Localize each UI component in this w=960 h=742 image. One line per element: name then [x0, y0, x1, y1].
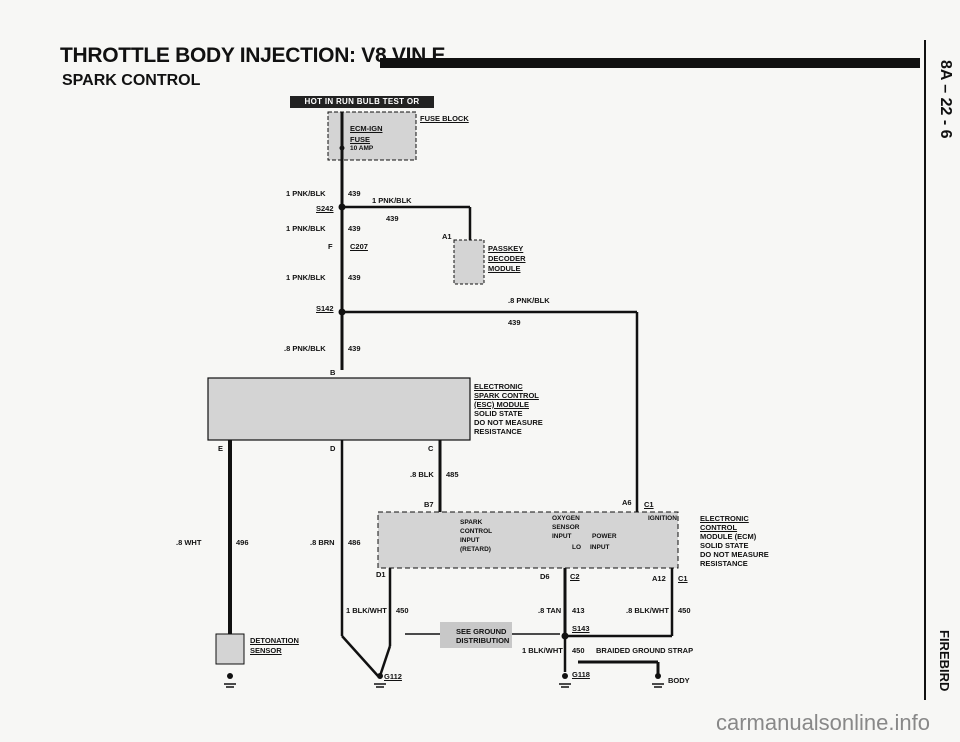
- circuit-label: 450: [572, 646, 585, 655]
- wire-label: .8 BRN: [310, 538, 335, 547]
- circuit-label: 439: [386, 214, 399, 223]
- see-ground-box[interactable]: SEE GROUND DISTRIBUTION: [440, 622, 512, 648]
- ground-label: G118: [572, 670, 590, 679]
- connector-label: A6: [622, 498, 632, 507]
- esc-label: (ESC) MODULE: [474, 400, 529, 409]
- ecm-text: SENSOR: [552, 524, 580, 531]
- ecm-text: IGNITION: [648, 515, 677, 522]
- ecm-label: DO NOT MEASURE: [700, 550, 769, 559]
- ecm-label: RESISTANCE: [700, 559, 748, 568]
- connector-label: C207: [350, 242, 368, 251]
- connector-label: C: [428, 444, 434, 453]
- circuit-label: 439: [348, 189, 361, 198]
- see-ground-text: DISTRIBUTION: [456, 636, 510, 645]
- circuit-label: 450: [678, 606, 691, 615]
- connector-label: C2: [570, 572, 580, 581]
- ecm-text: (RETARD): [460, 546, 491, 553]
- connector-label: D1: [376, 570, 386, 579]
- wire-label: 1 PNK/BLK: [372, 196, 412, 205]
- connector-label: B: [330, 368, 336, 377]
- esc-module-box: [207, 377, 471, 441]
- fuse-block-label: FUSE BLOCK: [420, 114, 469, 123]
- connector-label: D: [330, 444, 336, 453]
- wire-label: .8 BLK/WHT: [626, 606, 669, 615]
- passkey-label: DECODER: [488, 254, 526, 263]
- watermark: carmanualsonline.info: [715, 710, 930, 735]
- margin-line: [924, 40, 926, 700]
- wire-label: .8 BLK: [410, 470, 434, 479]
- esc-label: RESISTANCE: [474, 427, 522, 436]
- detonation-label: DETONATION: [250, 636, 299, 645]
- ecm-label: MODULE (ECM): [700, 532, 757, 541]
- wire-label: 1 PNK/BLK: [286, 273, 326, 282]
- ecm-label: CONTROL: [700, 523, 738, 532]
- title-bar: [380, 58, 920, 68]
- page-subtitle: SPARK CONTROL: [62, 72, 201, 89]
- connector-label: C1: [644, 500, 654, 509]
- connector-label: E: [218, 444, 224, 453]
- page-title: THROTTLE BODY INJECTION: V8 VIN E: [60, 44, 446, 67]
- ecm-box: [377, 511, 679, 569]
- circuit-label: 439: [508, 318, 521, 327]
- circuit-label: 450: [396, 606, 409, 615]
- ecm-text: SPARK: [460, 519, 483, 526]
- esc-label: ELECTRONIC: [474, 382, 523, 391]
- connector-label: A1: [442, 232, 452, 241]
- circuit-label: 496: [236, 538, 249, 547]
- splice-s242: [338, 203, 346, 211]
- ecm-text: INPUT: [590, 544, 610, 551]
- see-ground-text: SEE GROUND: [456, 627, 507, 636]
- connector-label: B7: [424, 500, 434, 509]
- esc-label: DO NOT MEASURE: [474, 418, 543, 427]
- detonation-label: SENSOR: [250, 646, 282, 655]
- wire-label: .8 PNK/BLK: [284, 344, 326, 353]
- splice-s142: [338, 308, 346, 316]
- passkey-label: PASSKEY: [488, 244, 524, 253]
- ecm-text: LO: [572, 544, 582, 551]
- ecm-text: POWER: [592, 533, 617, 540]
- esc-label: SPARK CONTROL: [474, 391, 539, 400]
- circuit-label: 439: [348, 224, 361, 233]
- ecm-ign-label: ECM-IGN: [350, 124, 383, 133]
- esc-label: SOLID STATE: [474, 409, 523, 418]
- fuse-rating: 10 AMP: [350, 145, 374, 152]
- detonation-sensor-box: [215, 633, 245, 665]
- ground-label: G112: [384, 672, 402, 681]
- ecm-label: ELECTRONIC: [700, 514, 749, 523]
- circuit-label: 439: [348, 273, 361, 282]
- connector-label: F: [328, 242, 333, 251]
- ecm-text: CONTROL: [460, 528, 493, 535]
- circuit-label: 485: [446, 470, 459, 479]
- wire-label: 1 PNK/BLK: [286, 224, 326, 233]
- body-ground-label: BODY: [668, 676, 690, 685]
- splice-label: S242: [316, 204, 334, 213]
- fuse-label: FUSE: [350, 135, 371, 144]
- connector-label: C1: [678, 574, 688, 583]
- wire-label: 1 PNK/BLK: [286, 189, 326, 198]
- ecm-text: INPUT: [552, 533, 572, 540]
- braided-label: BRAIDED GROUND STRAP: [596, 646, 694, 655]
- circuit-label: 486: [348, 538, 361, 547]
- wire-label: .8 PNK/BLK: [508, 296, 550, 305]
- passkey-label: MODULE: [488, 264, 521, 273]
- connector-label: A12: [652, 574, 666, 583]
- splice-label: S142: [316, 304, 334, 313]
- splice-s143: [561, 632, 569, 640]
- passkey-box: [453, 239, 485, 285]
- wire-label: .8 TAN: [538, 606, 562, 615]
- ecm-text: INPUT: [460, 537, 480, 544]
- wire-label: 1 BLK/WHT: [346, 606, 387, 615]
- circuit-label: 413: [572, 606, 585, 615]
- splice-label: S143: [572, 624, 590, 633]
- wire-label: .8 WHT: [176, 538, 202, 547]
- wire-label: 1 BLK/WHT: [522, 646, 563, 655]
- ecm-text: OXYGEN: [552, 515, 580, 522]
- ecm-label: SOLID STATE: [700, 541, 749, 550]
- connector-label: D6: [540, 572, 550, 581]
- circuit-label: 439: [348, 344, 361, 353]
